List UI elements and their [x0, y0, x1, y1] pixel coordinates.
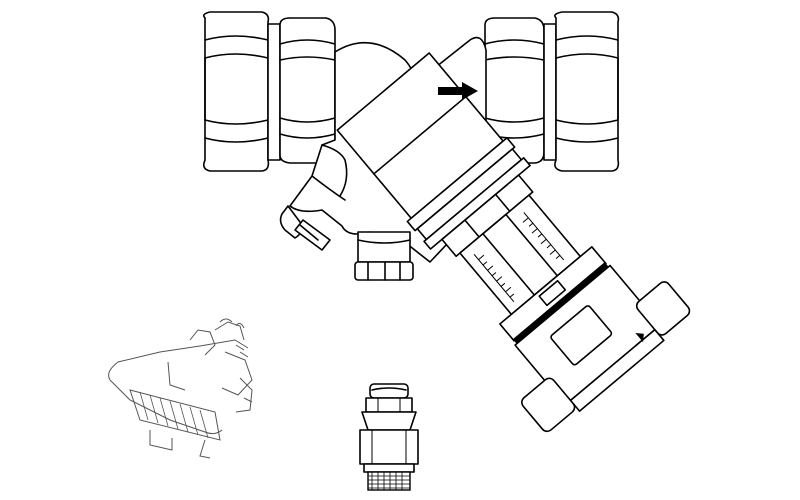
- test-nipple-detail: [359, 383, 419, 491]
- isometric-handwheel-sketch: [108, 318, 253, 459]
- right-union-nut: [484, 11, 620, 172]
- left-union-nut: [203, 11, 336, 172]
- flow-direction-arrow-icon: [438, 82, 478, 100]
